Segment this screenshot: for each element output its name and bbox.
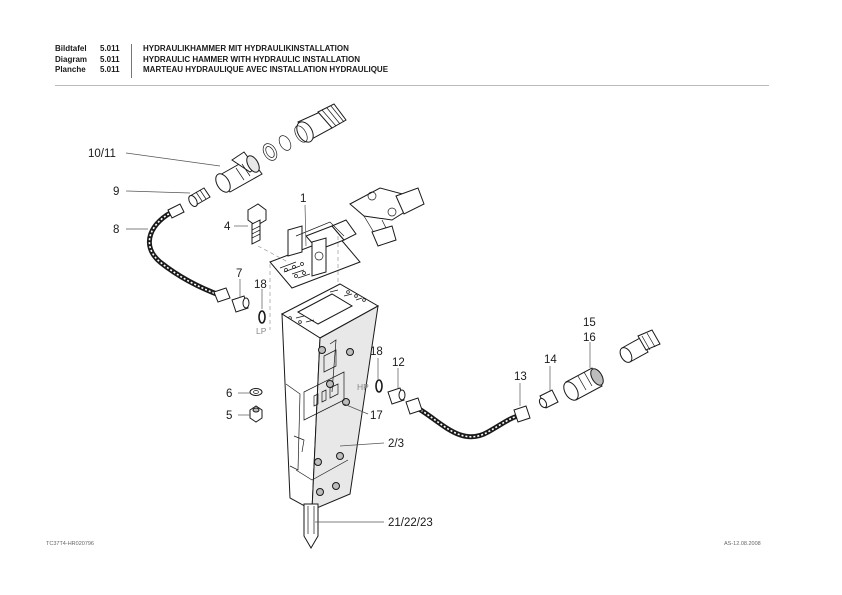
- callout-8: 8: [113, 224, 119, 236]
- hose-13: [405, 397, 531, 440]
- callout-2-3: 2/3: [388, 438, 404, 450]
- callout-10-11: 10/11: [88, 148, 116, 160]
- washer-6: [249, 388, 263, 396]
- chisel-21-22-23: [303, 503, 319, 549]
- coupling-body-10-11: [215, 151, 263, 193]
- header-divider: [131, 44, 132, 78]
- callout-14: 14: [544, 354, 557, 366]
- quick-coupler-top: [262, 103, 347, 161]
- callout-12: 12: [392, 357, 405, 369]
- hammer-body: [280, 283, 380, 511]
- callout-9: 9: [113, 186, 119, 198]
- header-label-fr: Planche: [55, 65, 86, 74]
- callout-5: 5: [226, 410, 232, 422]
- port-label-lp: LP: [256, 326, 267, 336]
- callout-17: 17: [370, 410, 383, 422]
- callout-18-lp: 18: [254, 279, 267, 291]
- callout-6: 6: [226, 388, 232, 400]
- header-number-de: 5.011: [100, 44, 120, 53]
- footer-date: AS-12.08.2008: [724, 541, 761, 547]
- callout-18-hp: 18: [370, 346, 383, 358]
- leader-2-3: [339, 442, 385, 447]
- footer-drawing-number: TC37T4-HR020796: [46, 541, 94, 547]
- leader-17: [343, 403, 369, 415]
- nut-5: [249, 405, 263, 423]
- adapter-14: [538, 389, 559, 409]
- fitting-12: [387, 387, 406, 405]
- callout-13: 13: [514, 371, 527, 383]
- leader-9: [125, 190, 191, 194]
- adapter-9: [188, 187, 211, 207]
- header-labels: Bildtafel Diagram Planche: [55, 44, 87, 76]
- guide-line-bolt: [257, 245, 289, 263]
- coupling-body-15-16: [563, 367, 604, 401]
- header-rule: [55, 85, 769, 86]
- header-number-en: 5.011: [100, 54, 120, 64]
- mounting-bracket-1: [269, 219, 361, 289]
- header-numbers: 5.011 5.011 5.011: [100, 44, 120, 76]
- bolt-4: [247, 203, 267, 245]
- o-ring-18-hp: [375, 379, 383, 393]
- leader-10-11: [125, 152, 221, 167]
- header-titles: HYDRAULIKHAMMER MIT HYDRAULIKINSTALLATIO…: [143, 44, 388, 76]
- callout-16: 16: [583, 332, 596, 344]
- header-title-de: HYDRAULIKHAMMER MIT HYDRAULIKINSTALLATIO…: [143, 44, 349, 53]
- quick-coupler-right: [619, 329, 661, 363]
- fitting-7: [231, 295, 250, 313]
- callout-7: 7: [236, 268, 242, 280]
- o-ring-18-lp: [258, 310, 266, 324]
- header-number-fr: 5.011: [100, 65, 120, 74]
- port-label-hp: HP: [357, 382, 369, 392]
- callout-21-22-23: 21/22/23: [388, 517, 433, 529]
- header-title-fr: MARTEAU HYDRAULIQUE AVEC INSTALLATION HY…: [143, 65, 389, 74]
- leader-1: [304, 204, 307, 247]
- callout-4: 4: [224, 221, 231, 233]
- excavator-attachment: [349, 187, 425, 247]
- header-label-de: Bildtafel: [55, 44, 87, 53]
- callout-15: 15: [583, 317, 596, 329]
- header-title-en: HYDRAULIC HAMMER WITH HYDRAULIC INSTALLA…: [143, 54, 361, 64]
- hose-8: [146, 203, 231, 303]
- header-label-en: Diagram: [55, 54, 88, 64]
- callout-1: 1: [300, 193, 306, 205]
